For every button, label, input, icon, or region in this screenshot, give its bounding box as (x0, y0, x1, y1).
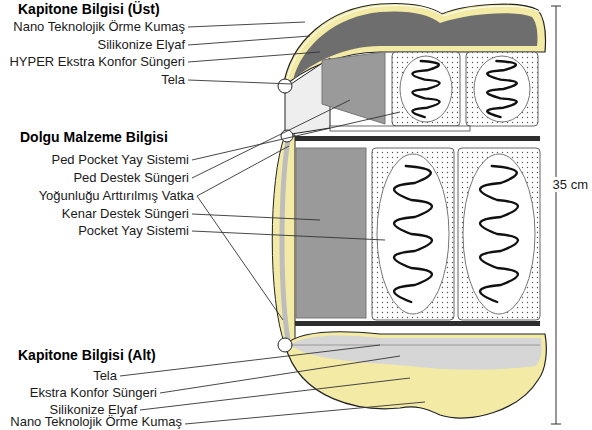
spring-pocket (377, 154, 449, 314)
section-heading: Kapitone Bilgisi (Alt) (18, 348, 156, 363)
side-panel (272, 135, 295, 345)
bottom-tela (292, 345, 540, 346)
part-label: HYPER Ekstra Konfor Süngeri (9, 54, 185, 69)
part-label: Ekstra Konfor Süngeri (30, 385, 157, 400)
side-wadding (282, 140, 288, 340)
part-label: Nano Teknolojik Örme Kumaş (10, 414, 182, 429)
part-label: Tela (161, 72, 185, 87)
part-label: Tela (93, 368, 117, 383)
dimension-label: 35 cm (551, 177, 590, 192)
spring-pocket (400, 56, 452, 122)
part-label: Ped Destek Süngeri (73, 170, 189, 185)
spring-coil (394, 166, 432, 302)
spring-pocket (463, 154, 535, 314)
bottom-foam (290, 336, 542, 370)
pocket-box (372, 148, 454, 320)
piping (278, 338, 292, 352)
ped-pocket-box (392, 52, 460, 126)
bottom-quilt (285, 332, 546, 418)
section-heading: Dolgu Malzeme Bilgisi (20, 130, 168, 145)
springs (377, 56, 535, 314)
edge-support-foam (296, 148, 366, 318)
spring-coil (487, 61, 516, 117)
part-label: Silikonize Elyaf (98, 37, 185, 52)
part-label: Pocket Yay Sistemi (78, 223, 189, 238)
spring-coil (480, 166, 518, 302)
part-label: Kenar Destek Süngeri (62, 206, 189, 221)
ped-pocket-box (466, 52, 538, 126)
pocket-box (458, 148, 540, 320)
plate (295, 321, 540, 326)
plate (295, 136, 540, 141)
piping (281, 130, 293, 142)
dimension-line (551, 6, 561, 424)
piping (278, 79, 292, 93)
section-heading: Kapitone Bilgisi (Üst) (18, 2, 160, 17)
part-label: Nano Teknolojik Örme Kumaş (13, 19, 185, 34)
ped-strip (330, 126, 470, 131)
ped-support-foam (322, 52, 385, 124)
spring-pocket (474, 56, 530, 122)
part-label: Yoğunluğu Arttırılmış Vatka (39, 188, 194, 203)
part-label: Ped Pocket Yay Sistemi (51, 152, 189, 167)
spring-coil (412, 61, 439, 117)
